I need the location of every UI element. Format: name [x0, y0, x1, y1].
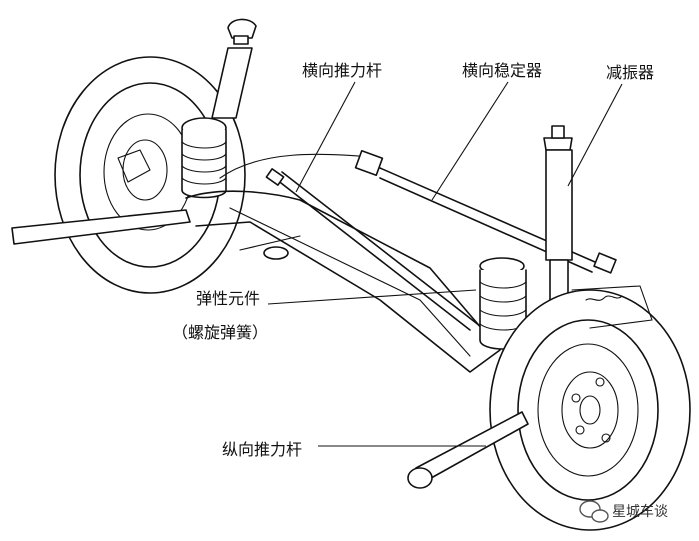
lateral-rod: [265, 168, 481, 331]
watermark: 星城车谈: [579, 500, 668, 523]
wechat-bubble-icon: [579, 500, 609, 523]
left-coil-spring: [181, 117, 227, 199]
axle-beam: [185, 153, 501, 373]
right-coil-spring: [479, 257, 527, 362]
left-shock-absorber: [211, 18, 257, 119]
label-longitudinal-rod: 纵向推力杆: [222, 440, 302, 459]
label-elastic-element: 弹性元件: [196, 289, 260, 308]
leader-lines: [267, 81, 623, 447]
longitudinal-rod: [407, 411, 529, 489]
label-stabilizer: 横向稳定器: [462, 61, 542, 80]
left-wheel: [54, 56, 246, 294]
right-wheel: [489, 285, 691, 531]
left-axle-stub: [11, 209, 191, 245]
label-lateral-rod: 横向推力杆: [302, 61, 382, 80]
watermark-text: 星城车谈: [612, 503, 668, 520]
right-shock-absorber: [543, 125, 573, 341]
label-coil-spring: （螺旋弹簧）: [172, 323, 268, 342]
label-shock-absorber: 减振器: [606, 63, 654, 82]
